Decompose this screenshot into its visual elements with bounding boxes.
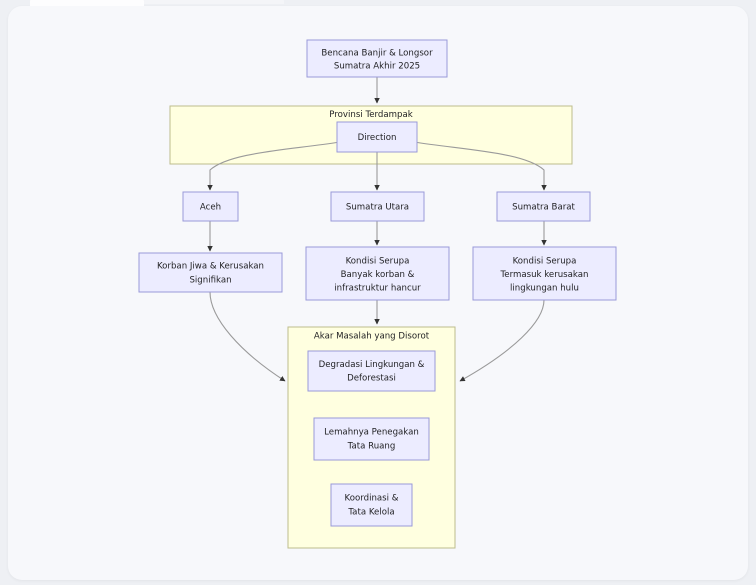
node-impact-aceh-line-1: Korban Jiwa & Kerusakan <box>157 262 264 272</box>
node-province-sumatra-barat[interactable]: Sumatra Barat <box>496 191 591 222</box>
node-impact-sumbar[interactable]: Kondisi Serupa Termasuk kerusakan lingku… <box>472 246 617 301</box>
node-sumut-rect[interactable] <box>330 191 425 222</box>
node-aceh-rect[interactable] <box>182 191 239 222</box>
node-direction-rect[interactable] <box>336 121 418 153</box>
node-akar1-line-1: Degradasi Lingkungan & <box>319 360 425 370</box>
cluster-akar-label: Akar Masalah yang Disorot <box>314 332 430 342</box>
node-root-line-1: Bencana Banjir & Longsor <box>321 49 433 59</box>
node-impact-sumut[interactable]: Kondisi Serupa Banyak korban & infrastru… <box>305 246 450 301</box>
node-impact-sumut-line-1: Kondisi Serupa <box>346 257 410 267</box>
node-impact-sumbar-line-2: Termasuk kerusakan <box>500 270 589 280</box>
edge-direction-to-aceh <box>207 141 341 191</box>
top-tab-chip-left[interactable] <box>30 0 144 6</box>
node-impact-sumbar-line-1: Kondisi Serupa <box>513 257 577 267</box>
node-direction-label: Direction <box>358 133 397 143</box>
node-akar2-rect[interactable] <box>313 417 430 461</box>
node-akar3-rect[interactable] <box>330 483 413 527</box>
node-akar2-line-2: Tata Ruang <box>347 442 396 452</box>
edge-group <box>207 77 547 382</box>
top-tab-chip-right[interactable] <box>144 0 284 4</box>
edge-impact-sumbar-to-akar <box>459 299 545 382</box>
node-akar-degradasi[interactable]: Degradasi Lingkungan & Deforestasi <box>307 350 436 392</box>
node-impact-sumut-rect[interactable] <box>305 246 450 301</box>
node-root-line-2: Sumatra Akhir 2025 <box>334 62 420 72</box>
node-sumut-label: Sumatra Utara <box>346 203 409 213</box>
node-akar-tata-ruang[interactable]: Lemahnya Penegakan Tata Ruang <box>313 417 430 461</box>
node-province-sumatra-utara[interactable]: Sumatra Utara <box>330 191 425 222</box>
node-akar1-line-2: Deforestasi <box>347 374 396 384</box>
node-root-rect[interactable] <box>306 39 448 78</box>
node-impact-aceh[interactable]: Korban Jiwa & Kerusakan Signifikan <box>138 252 283 293</box>
node-impact-aceh-line-2: Signifikan <box>189 276 231 286</box>
node-direction[interactable]: Direction <box>336 121 418 153</box>
node-province-aceh[interactable]: Aceh <box>182 191 239 222</box>
node-impact-sumut-line-3: infrastruktur hancur <box>334 284 421 294</box>
node-impact-sumut-line-2: Banyak korban & <box>341 270 415 280</box>
node-aceh-label: Aceh <box>200 203 221 213</box>
node-impact-sumbar-rect[interactable] <box>472 246 617 301</box>
edge-direction-to-sumbar <box>413 141 547 191</box>
node-akar-koordinasi[interactable]: Koordinasi & Tata Kelola <box>330 483 413 527</box>
node-impact-sumbar-line-3: lingkungan hulu <box>510 284 579 294</box>
node-akar3-line-1: Koordinasi & <box>345 494 399 504</box>
edge-impact-aceh-to-akar <box>209 291 286 382</box>
node-sumbar-rect[interactable] <box>496 191 591 222</box>
node-akar3-line-2: Tata Kelola <box>347 508 394 518</box>
node-akar2-line-1: Lemahnya Penegakan <box>324 428 419 438</box>
cluster-provinsi-label: Provinsi Terdampak <box>329 110 412 120</box>
node-root-bencana[interactable]: Bencana Banjir & Longsor Sumatra Akhir 2… <box>306 39 448 78</box>
node-akar1-rect[interactable] <box>307 350 436 392</box>
node-impact-aceh-rect[interactable] <box>138 252 283 293</box>
node-sumbar-label: Sumatra Barat <box>512 203 575 213</box>
